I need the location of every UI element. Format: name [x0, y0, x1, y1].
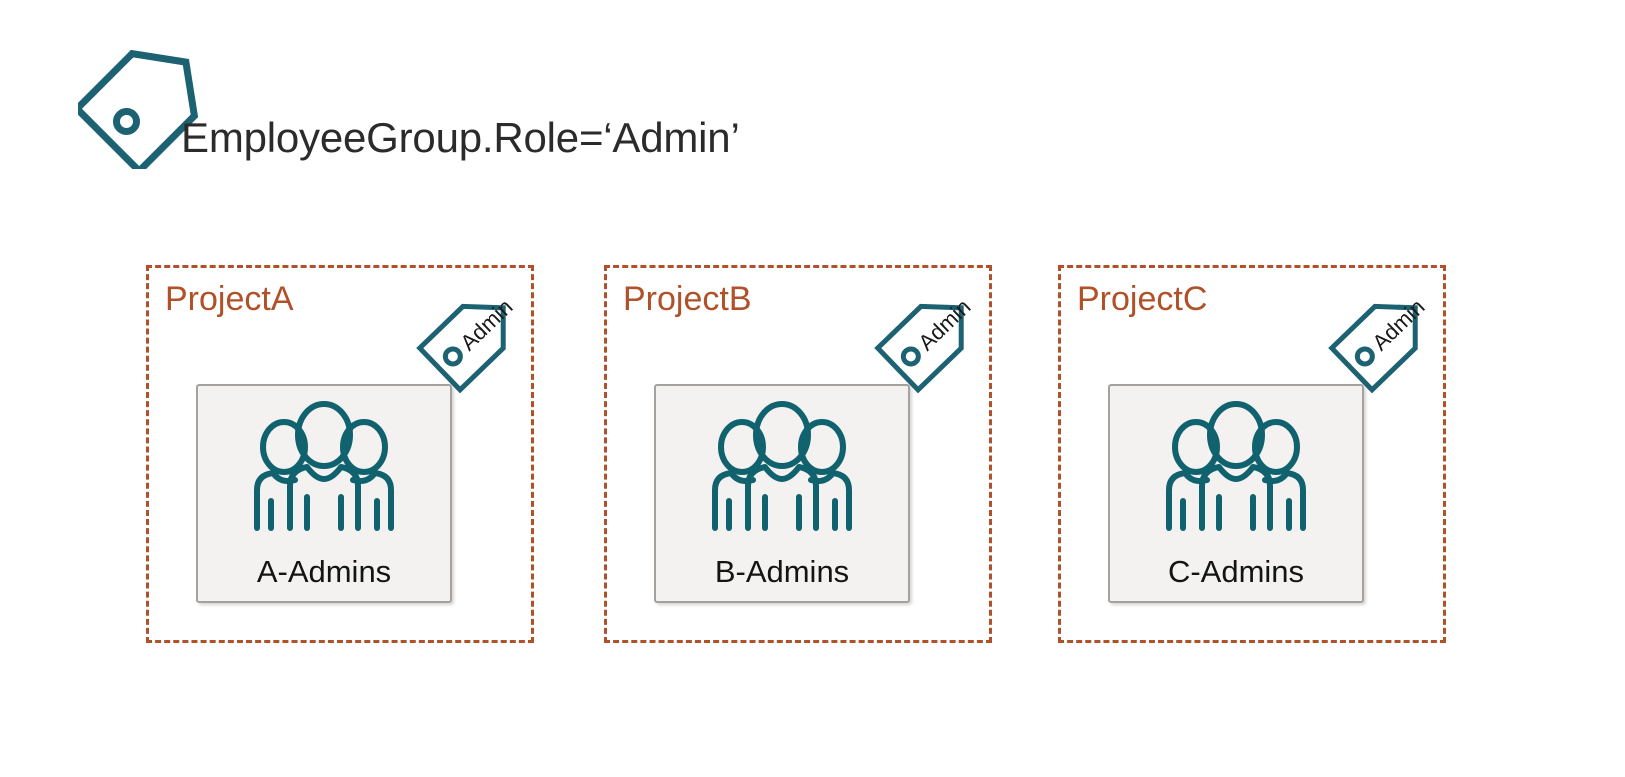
admin-tag-b: Admin	[874, 281, 987, 394]
admin-tag-c: Admin	[1328, 281, 1441, 394]
group-card-b[interactable]: B-Admins	[654, 384, 910, 603]
project-box-a: ProjectA Admin	[146, 265, 534, 643]
page-title: EmployeeGroup.Role=‘Admin’	[181, 114, 740, 161]
project-box-b: ProjectB Admin	[604, 265, 992, 643]
group-label: C-Admins	[1167, 554, 1305, 589]
group-label: A-Admins	[256, 554, 392, 589]
project-box-c: ProjectC Admin	[1058, 265, 1446, 643]
group-card-c[interactable]: C-Admins	[1108, 384, 1364, 603]
tag-icon	[72, 33, 216, 176]
admin-tag-a: Admin	[416, 281, 529, 394]
group-label: B-Admins	[714, 554, 850, 589]
project-title: ProjectB	[623, 280, 752, 318]
people-group-icon	[707, 400, 857, 535]
project-title: ProjectA	[165, 280, 294, 318]
project-title: ProjectC	[1077, 280, 1208, 318]
people-group-icon	[249, 400, 399, 535]
group-card-a[interactable]: A-Admins	[196, 384, 452, 603]
people-group-icon	[1161, 400, 1311, 535]
